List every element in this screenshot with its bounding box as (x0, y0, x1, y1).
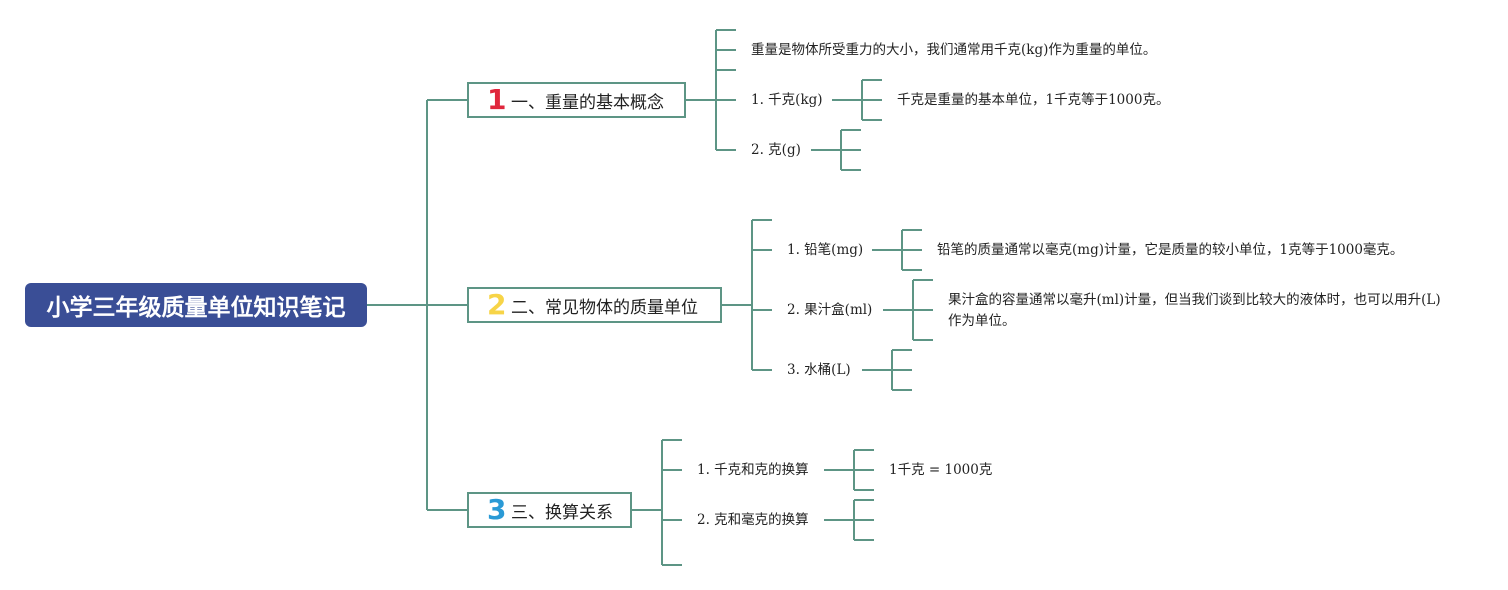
root-title: 小学三年级质量单位知识笔记 (46, 295, 346, 321)
connector-t1-i2-bracket (840, 129, 861, 171)
topic1-intro: 重量是物体所受重力的大小，我们通常用千克(kg)作为重量的单位。 (751, 42, 1157, 58)
topic3-item-1-note: 1千克 = 1000克 (889, 462, 993, 478)
connector-t2-i2-bracket (912, 279, 933, 341)
topic-node-1[interactable]: 1 一、重量的基本概念 (467, 82, 686, 118)
topic1-item-1[interactable]: 1. 千克(kg) (751, 92, 823, 108)
topic2-item-3[interactable]: 3. 水桶(L) (787, 362, 851, 378)
topic-node-3[interactable]: 3 三、换算关系 (467, 492, 632, 528)
connector-t2-ticks (752, 219, 772, 371)
connector-t1-i1-bracket (861, 79, 882, 121)
topic2-item-1[interactable]: 1. 铅笔(mg) (787, 242, 864, 258)
topic-label: 二、常见物体的质量单位 (511, 297, 698, 318)
topic2-item-2-note: 果汁盒的容量通常以毫升(ml)计量，但当我们谈到比较大的液体时，也可以用升(L)… (948, 292, 1441, 329)
connector-t3-ticks (662, 439, 682, 566)
root-node[interactable]: 小学三年级质量单位知识笔记 (25, 283, 367, 327)
number-one-icon: 1 (487, 83, 507, 116)
topic-label: 一、重量的基本概念 (511, 92, 664, 113)
topic3-item-2[interactable]: 2. 克和毫克的换算 (697, 512, 809, 528)
number-three-icon: 3 (487, 493, 507, 526)
topic-label: 三、换算关系 (511, 502, 613, 523)
connector-t3-i2-bracket (853, 499, 874, 541)
topic-node-2[interactable]: 2 二、常见物体的质量单位 (467, 287, 722, 323)
topic3-item-1[interactable]: 1. 千克和克的换算 (697, 462, 809, 478)
topic2-item-2[interactable]: 2. 果汁盒(ml) (787, 302, 873, 318)
topic2-item-1-note: 铅笔的质量通常以毫克(mg)计量，它是质量的较小单位，1克等于1000毫克。 (937, 242, 1404, 258)
connector-t2-i3-bracket (891, 349, 912, 391)
connector-t1-ticks (716, 29, 736, 151)
connector-t3-i1-bracket (853, 449, 874, 491)
topic1-item-1-note: 千克是重量的基本单位，1千克等于1000克。 (897, 92, 1170, 108)
connector-t2-i1-bracket (901, 229, 922, 271)
number-two-icon: 2 (487, 288, 507, 321)
topic1-item-2[interactable]: 2. 克(g) (751, 142, 801, 158)
